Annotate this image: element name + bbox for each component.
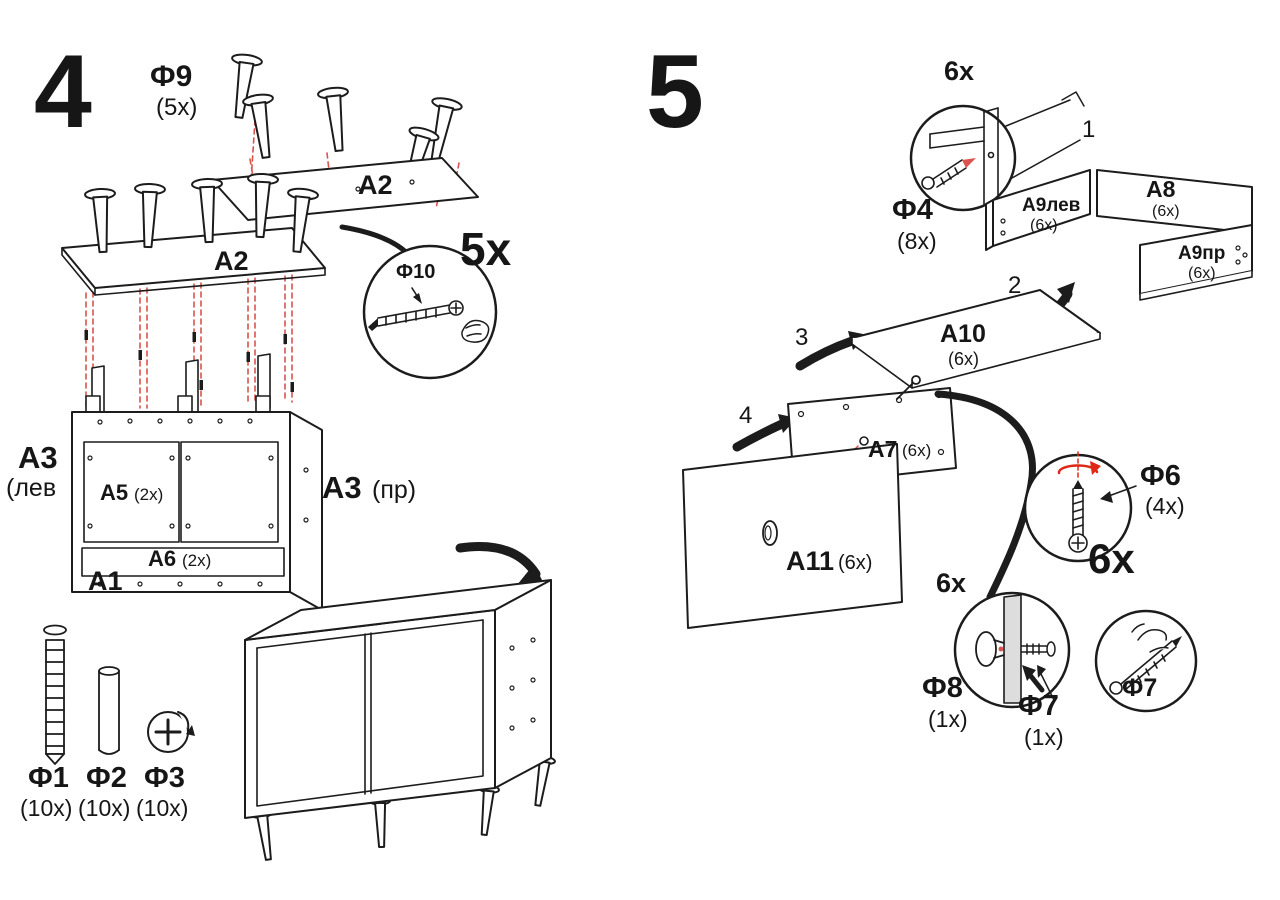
step5-number: 5 xyxy=(646,34,704,150)
panel-a2-top-label: A2 xyxy=(214,246,249,276)
qty-6x-bottom: 6x xyxy=(936,568,967,598)
step5-num-3: 3 xyxy=(795,324,809,351)
f9-qty: (5x) xyxy=(156,94,198,121)
panel-a10 xyxy=(851,289,1101,389)
f3-qty: (10x) xyxy=(136,795,189,821)
corner-mark xyxy=(1061,91,1085,107)
knob-screw xyxy=(1021,641,1056,657)
step5-num-4: 4 xyxy=(739,402,753,429)
panel-a8-qty: (6x) xyxy=(1152,203,1180,220)
f4-qty: (8x) xyxy=(897,228,937,254)
panel-a9lev-qty: (6x) xyxy=(1030,217,1058,234)
confirmat-screw xyxy=(368,300,464,331)
panel-a3-right-sub: (пр) xyxy=(372,476,417,504)
magnifier-f4 xyxy=(909,99,1081,212)
magnifier-f10 xyxy=(362,244,498,380)
f3-label: Ф3 xyxy=(144,762,185,794)
panel-a6-label: A6 xyxy=(148,546,177,571)
inner-arrow xyxy=(1022,665,1045,693)
qty-6x-top: 6x xyxy=(944,56,975,86)
panel-a11 xyxy=(682,443,903,629)
f4-label: Ф4 xyxy=(892,194,933,226)
panel-a9lev-label: A9лев xyxy=(1022,195,1081,216)
panel-a5-qty: (2x) xyxy=(134,485,164,504)
step5-num-1: 1 xyxy=(1082,116,1096,143)
f10-label: Ф10 xyxy=(396,261,436,283)
panel-a8-label: A8 xyxy=(1146,176,1176,202)
f2-label: Ф2 xyxy=(86,762,127,794)
screw-f6 xyxy=(1068,480,1088,553)
f7-circle-label: Ф7 xyxy=(1122,674,1158,702)
panel-a3-right-label: A3 xyxy=(322,470,362,505)
drawer-back-sides xyxy=(985,169,1253,301)
panel-a5-label: A5 xyxy=(100,480,129,505)
carcass xyxy=(71,395,323,611)
panel-a11-qty: (6x) xyxy=(838,552,873,574)
carcass-holes xyxy=(87,418,309,587)
repeat-count-5x: 5x xyxy=(460,223,512,275)
f7-label: Ф7 xyxy=(1018,690,1059,722)
knob-f8 xyxy=(975,631,1005,667)
panel-a6-qty: (2x) xyxy=(182,551,212,570)
fitting-f3 xyxy=(147,711,195,753)
f8-label: Ф8 xyxy=(922,672,963,704)
panel-a10-label: A10 xyxy=(940,320,986,348)
panel-a7-label: A7 xyxy=(868,436,898,462)
panel-a2-floating-label: A2 xyxy=(358,170,393,200)
step5-art xyxy=(682,91,1253,713)
rotation-arrow xyxy=(1057,451,1101,479)
screw-f4 xyxy=(921,158,976,190)
panel-a9pr-qty: (6x) xyxy=(1188,265,1216,282)
step4-art xyxy=(43,51,557,862)
cabinet-side-holes xyxy=(509,637,536,731)
fitting-f2 xyxy=(98,666,120,755)
assembled-cabinet xyxy=(244,579,557,862)
f9-label: Ф9 xyxy=(150,60,193,93)
fitting-f1 xyxy=(43,624,67,765)
f8-qty: (1x) xyxy=(928,706,968,732)
f2-qty: (10x) xyxy=(78,795,131,821)
panel-a11-label: A11 xyxy=(786,546,835,576)
hand-icon-2 xyxy=(1131,623,1169,653)
panel-a10-qty: (6x) xyxy=(948,349,979,369)
f7-qty: (1x) xyxy=(1024,724,1064,750)
f1-label: Ф1 xyxy=(28,762,69,794)
f10-pointer-arrow xyxy=(411,287,422,304)
f7-leader xyxy=(1037,665,1055,701)
panel-a3-left-sub: (лев xyxy=(6,474,57,502)
f6-pointer xyxy=(1100,485,1137,503)
f6-label: Ф6 xyxy=(1140,460,1181,492)
step4-number: 4 xyxy=(34,34,92,150)
hand-icon xyxy=(461,319,490,343)
small-screw xyxy=(896,375,921,400)
panel-corner xyxy=(929,107,999,205)
magnifier-f7 xyxy=(1094,609,1198,713)
f1-qty: (10x) xyxy=(20,795,73,821)
magnifier-f6 xyxy=(1023,451,1133,563)
magnifier-f8 xyxy=(953,591,1071,709)
step5-num-2: 2 xyxy=(1008,272,1022,299)
qty-6x-mid: 6x xyxy=(1088,535,1135,582)
top-assembly-a2 xyxy=(61,172,326,296)
panel-a1-label: A1 xyxy=(88,566,123,596)
f6-qty: (4x) xyxy=(1145,493,1185,519)
panel-a3-left-label: A3 xyxy=(18,440,58,475)
panel-a9pr-label: A9пр xyxy=(1178,243,1226,264)
panel-a7-qty: (6x) xyxy=(902,441,932,460)
